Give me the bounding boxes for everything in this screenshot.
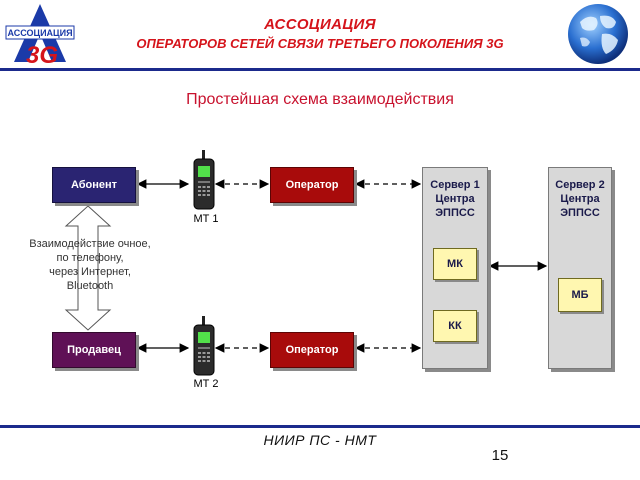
footer-text: НИИР ПС - НМТ [263, 432, 377, 448]
subscriber-box: Абонент [52, 167, 136, 203]
header-title-line1: АССОЦИАЦИЯ [264, 16, 376, 33]
interaction-note-line: по телефону, [56, 252, 124, 264]
logo-caption: АССОЦИАЦИЯ [7, 28, 72, 38]
footer-divider [0, 425, 640, 428]
seller-box: Продавец [52, 332, 136, 368]
server2-title-line: ЭППСС [560, 207, 600, 219]
header-divider [0, 68, 640, 71]
globe-icon [568, 4, 628, 64]
server2-title-line: Сервер 2 [555, 179, 605, 191]
server1-title-line: ЭППСС [435, 207, 475, 219]
association-logo: АССОЦИАЦИЯ 3G [5, 4, 75, 66]
interaction-note-line: Взаимодействие очное, [29, 238, 151, 250]
operator-box-bottom: Оператор [270, 332, 354, 368]
phone-icon-mt1 [193, 150, 215, 210]
server1-box: Сервер 1 Центра ЭППСС МК КК [422, 167, 488, 369]
interaction-note-line: через Интернет, [49, 266, 131, 278]
logo-3g: 3G [26, 42, 58, 66]
interaction-arrow [64, 205, 112, 331]
module-mb: МБ [558, 278, 602, 312]
mt1-label: МТ 1 [193, 213, 219, 225]
server1-title-line: Сервер 1 [430, 179, 480, 191]
mt2-label: МТ 2 [193, 378, 219, 390]
operator-box-top: Оператор [270, 167, 354, 203]
server2-title: Сервер 2 Центра ЭППСС [549, 178, 611, 220]
header: АССОЦИАЦИЯ 3G АССОЦИАЦИЯ ОПЕРАТОРОВ СЕТЕ… [0, 0, 640, 70]
phone-icon-mt2 [193, 316, 215, 376]
module-mk: МК [433, 248, 477, 280]
slide-title: Простейшая схема взаимодействия [186, 91, 454, 108]
module-kk: КК [433, 310, 477, 342]
server2-box: Сервер 2 Центра ЭППСС МБ [548, 167, 612, 369]
server1-title-line: Центра [435, 193, 475, 205]
interaction-note-line: Bluetooth [66, 280, 114, 292]
server1-title: Сервер 1 Центра ЭППСС [423, 178, 487, 220]
page-number: 15 [491, 447, 509, 464]
interaction-note: Взаимодействие очное, по телефону, через… [6, 237, 174, 293]
server2-title-line: Центра [560, 193, 600, 205]
header-title-line2: ОПЕРАТОРОВ СЕТЕЙ СВЯЗИ ТРЕТЬЕГО ПОКОЛЕНИ… [136, 36, 504, 51]
